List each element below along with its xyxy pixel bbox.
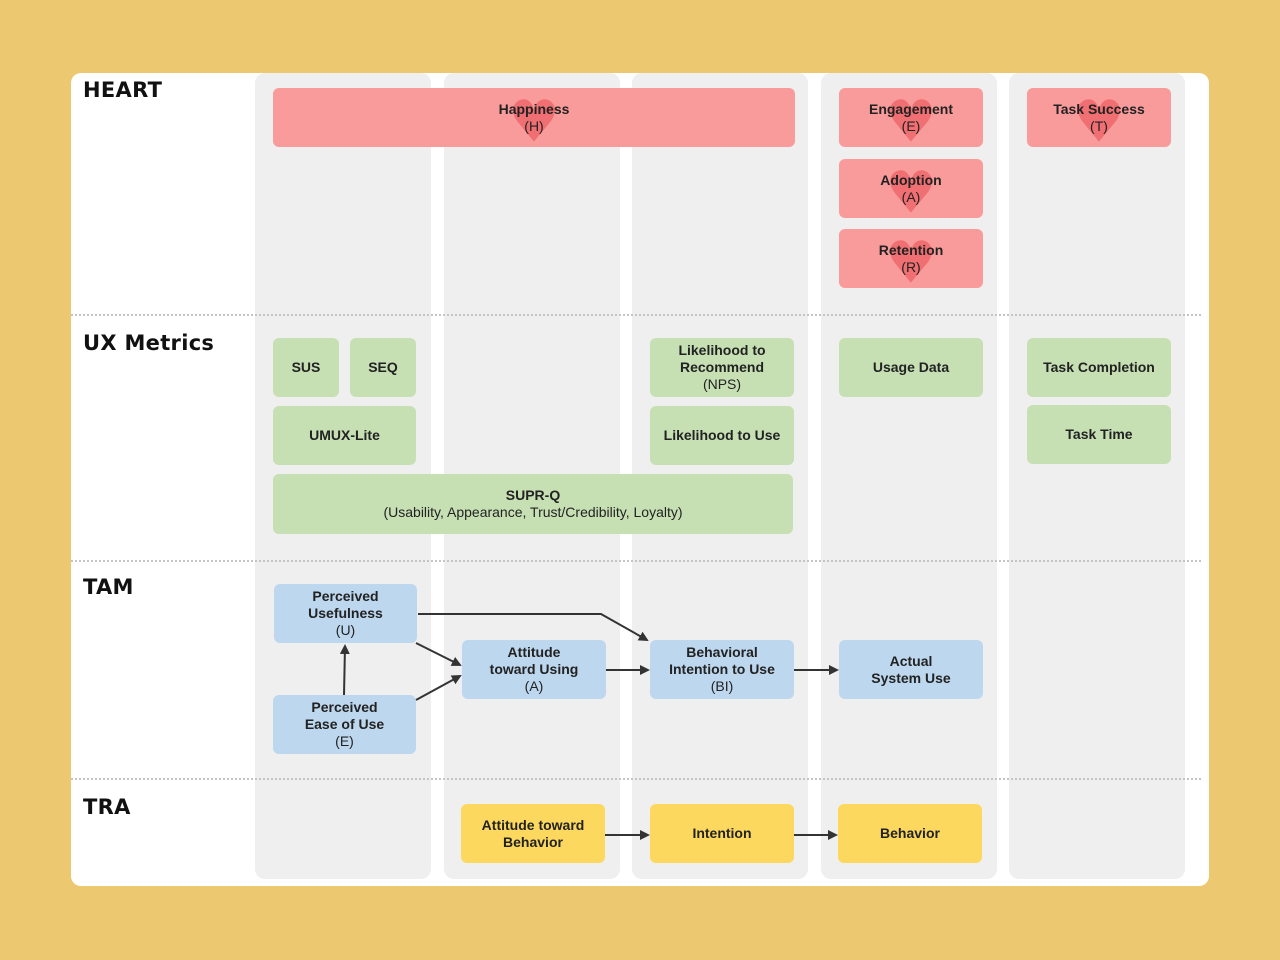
happiness-code: (H) <box>524 117 544 134</box>
perceived-ease-code: (E) <box>335 733 354 749</box>
framework-diagram: HEART UX Metrics TAM TRA ♥ Happiness (H)… <box>71 73 1209 886</box>
perceived-ease-line1: Perceived <box>311 699 378 715</box>
adoption-code: (A) <box>901 188 921 205</box>
supr-q-detail: (Usability, Appearance, Trust/Credibilit… <box>383 504 683 520</box>
nps-line2: Recommend <box>679 359 765 375</box>
attitude-line1: Attitude <box>507 644 561 660</box>
task-time-label: Task Time <box>1065 426 1133 442</box>
task-success-code: (T) <box>1090 117 1108 134</box>
row-label-tam: TAM <box>83 575 134 599</box>
perceived-usefulness-code: (U) <box>335 622 356 638</box>
task-completion-box: Task Completion <box>1027 338 1171 397</box>
perceived-usefulness-line1: Perceived <box>312 588 379 604</box>
row-label-tra: TRA <box>83 795 131 819</box>
attitude-toward-behavior-box: Attitude toward Behavior <box>461 804 605 863</box>
column-5 <box>1009 73 1185 879</box>
retention-code: (R) <box>901 258 921 275</box>
adoption-title: Adoption <box>880 171 942 188</box>
nps-box: Likelihood to Recommend (NPS) <box>650 338 794 397</box>
task-completion-label: Task Completion <box>1043 359 1155 375</box>
likelihood-to-use-label: Likelihood to Use <box>663 427 781 443</box>
retention-title: Retention <box>878 241 944 258</box>
happiness-box: ♥ Happiness (H) <box>273 88 795 147</box>
engagement-code: (E) <box>901 117 921 134</box>
perceived-usefulness-box: Perceived Usefulness (U) <box>274 584 417 643</box>
behavior-box: Behavior <box>838 804 982 863</box>
nps-line1: Likelihood to <box>678 342 766 358</box>
usage-data-label: Usage Data <box>872 359 950 375</box>
sus-label: SUS <box>291 359 321 375</box>
behavioral-intention-line2: Intention to Use <box>669 661 775 677</box>
row-label-heart: HEART <box>83 78 163 102</box>
arrow-usefulness-to-intention <box>418 613 649 641</box>
intention-box: Intention <box>650 804 794 863</box>
tra-attitude-line1: Attitude toward <box>481 816 585 833</box>
actual-system-use-box: Actual System Use <box>839 640 983 699</box>
connector-arrows <box>339 613 839 840</box>
divider-heart-ux <box>71 314 1201 316</box>
attitude-toward-using-box: Attitude toward Using (A) <box>462 640 606 699</box>
usage-data-box: Usage Data <box>839 338 983 397</box>
sus-box: SUS <box>273 338 339 397</box>
likelihood-to-use-box: Likelihood to Use <box>650 406 794 465</box>
behavioral-intention-line1: Behavioral <box>686 644 758 660</box>
umux-lite-box: UMUX-Lite <box>273 406 416 465</box>
intention-label: Intention <box>692 825 752 841</box>
seq-label: SEQ <box>368 359 398 375</box>
task-success-title: Task Success <box>1053 100 1145 117</box>
tra-attitude-line2: Behavior <box>503 833 563 850</box>
arrow-ease-to-attitude <box>415 675 462 701</box>
umux-lite-label: UMUX-Lite <box>309 427 380 443</box>
arrow-usefulness-to-attitude <box>415 642 462 666</box>
actual-use-line2: System Use <box>871 669 951 686</box>
perceived-ease-line2: Ease of Use <box>304 716 385 732</box>
perceived-ease-box: Perceived Ease of Use (E) <box>273 695 416 754</box>
behavioral-intention-code: (BI) <box>710 678 734 694</box>
task-time-box: Task Time <box>1027 405 1171 464</box>
supr-q-title: SUPR-Q <box>505 487 561 503</box>
behavioral-intention-box: Behavioral Intention to Use (BI) <box>650 640 794 699</box>
perceived-usefulness-line2: Usefulness <box>308 605 383 621</box>
arrow-ease-to-usefulness <box>339 644 350 696</box>
supr-q-box: SUPR-Q (Usability, Appearance, Trust/Cre… <box>273 474 793 534</box>
engagement-title: Engagement <box>868 100 953 117</box>
behavior-label: Behavior <box>880 825 940 841</box>
row-label-ux-metrics: UX Metrics <box>83 331 215 355</box>
divider-ux-tam <box>71 560 1201 562</box>
nps-code: (NPS) <box>702 376 742 392</box>
happiness-title: Happiness <box>498 100 570 117</box>
actual-use-line1: Actual <box>889 652 933 669</box>
divider-tam-tra <box>71 778 1201 780</box>
seq-box: SEQ <box>350 338 416 397</box>
attitude-line2: toward Using <box>489 661 579 677</box>
attitude-code: (A) <box>524 678 544 694</box>
